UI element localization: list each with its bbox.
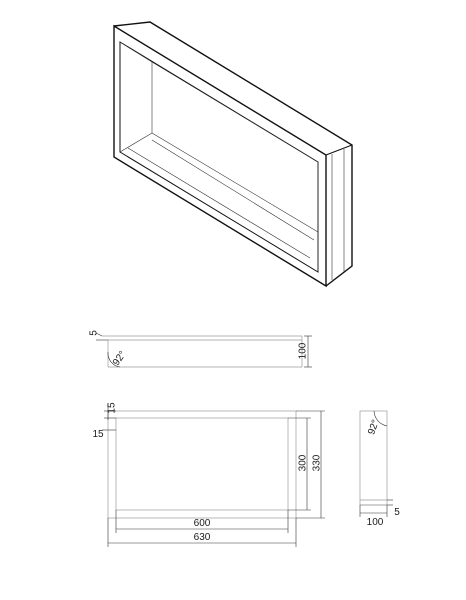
niche-flange-inner [119, 41, 319, 273]
right-section-angle-label: 92° [366, 418, 382, 436]
front-inner-opening [115, 417, 289, 511]
top-section-dim-5: 5 [89, 330, 100, 336]
front-elevation-view: 15 15 300 330 600 630 [92, 402, 325, 547]
front-dim-300: 300 [298, 454, 309, 471]
isometric-niche-view [113, 21, 353, 288]
top-section-angle-arc [107, 351, 121, 368]
niche-recess-floor-back [151, 139, 315, 241]
front-dim-600: 600 [194, 518, 211, 529]
right-section-angle-arc [373, 410, 388, 427]
right-section-dim-5: 5 [394, 507, 400, 518]
niche-box-top-edge [113, 21, 353, 287]
front-dim-330: 330 [312, 454, 323, 471]
front-outer-frame [107, 410, 297, 519]
niche-recess-floor-front [127, 147, 311, 259]
niche-box-right-edge [325, 144, 353, 156]
top-section-view: 100 5 92° [89, 330, 312, 368]
top-section-dim-100: 100 [298, 342, 309, 359]
front-dim-15-top: 15 [107, 402, 118, 414]
front-dim-630: 630 [194, 532, 211, 543]
right-section-dim-100: 100 [367, 517, 384, 528]
niche-recess-floor-left [119, 132, 153, 153]
front-dim-15-left: 15 [92, 429, 104, 440]
niche-recess-back-bottom [151, 132, 319, 233]
right-section-view: 92° 100 5 [359, 410, 400, 528]
top-section-angle-label: 92° [111, 349, 129, 368]
